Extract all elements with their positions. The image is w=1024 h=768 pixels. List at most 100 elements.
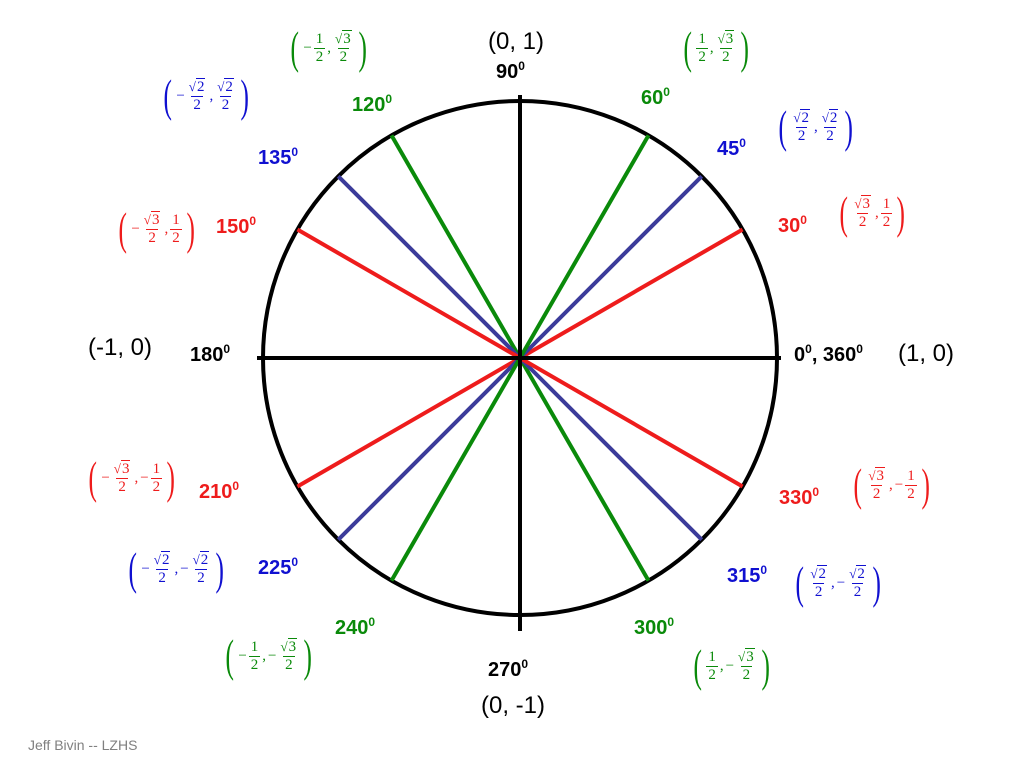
right-paren: ): [358, 22, 367, 73]
minus-sign: −: [101, 469, 110, 486]
comma: ,: [813, 118, 818, 135]
degree-symbol: 0: [223, 342, 231, 356]
degree-symbol: 0: [760, 563, 768, 577]
degree-suffix: , 360: [811, 344, 857, 366]
degree-symbol: 0: [249, 214, 257, 228]
degree-symbol: 0: [805, 342, 812, 356]
minus-sign: −: [238, 647, 247, 664]
degree-value: 270: [488, 659, 522, 681]
left-paren: (: [118, 203, 127, 254]
minus-sign: −: [131, 220, 140, 237]
degree-label-240: 2400: [335, 616, 375, 639]
degree-label-210: 2100: [199, 479, 240, 502]
left-paren: (: [853, 459, 862, 510]
right-paren: ): [215, 543, 225, 594]
degree-symbol: 0: [663, 85, 670, 99]
degree-symbol: 0: [232, 479, 240, 493]
credit-text: Jeff Bivin -- LZHS: [28, 737, 138, 753]
degree-value: 30: [778, 215, 801, 237]
degree-label-60: 600: [641, 85, 670, 109]
ray-210-deg: [296, 356, 521, 489]
left-paren: (: [778, 101, 787, 152]
degree-value: 150: [216, 216, 250, 238]
degree-value: 60: [641, 87, 664, 109]
point-label-90: (0, 1): [488, 28, 545, 55]
right-paren: ): [166, 452, 176, 503]
minus-sign: −: [836, 574, 846, 591]
degree-symbol: 0: [739, 136, 746, 150]
degree-label-315: 3150: [727, 563, 768, 586]
degree-symbol: 0: [518, 59, 525, 73]
left-paren: (: [795, 557, 804, 608]
degree-value: 300: [634, 617, 668, 639]
degree-label-30: 300: [778, 213, 807, 237]
degree-label-135: 1350: [258, 145, 299, 168]
degree-value: 225: [258, 557, 292, 579]
degree-symbol: 0: [667, 615, 675, 629]
minus-sign: −: [176, 87, 185, 104]
left-paren: (: [163, 70, 172, 121]
right-paren: ): [761, 640, 770, 691]
comma: ,: [164, 220, 169, 237]
degree-label-330: 3300: [779, 486, 819, 508]
degree-symbol: 0: [291, 145, 299, 159]
right-paren: ): [186, 203, 195, 254]
minus-sign: −: [140, 469, 149, 486]
comma: ,: [327, 39, 332, 56]
comma: ,: [209, 87, 214, 104]
comma: ,: [262, 647, 267, 664]
degree-value: 240: [335, 617, 369, 639]
degree-label-270: 2700: [488, 658, 528, 681]
degree-value: 120: [352, 94, 386, 116]
degree-label-45: 450: [717, 136, 746, 159]
comma: ,: [874, 204, 879, 221]
right-paren: ): [896, 187, 906, 238]
ray-240-deg: [389, 357, 522, 582]
ray-60-deg: [518, 134, 651, 360]
point-label-180: (-1, 0): [88, 334, 153, 361]
degree-label-120: 1200: [352, 93, 392, 116]
right-paren: ): [872, 557, 881, 608]
degree-symbol: 0: [800, 213, 807, 227]
right-paren: ): [303, 630, 313, 681]
ray-150-deg: [296, 227, 521, 360]
ray-300-deg: [518, 357, 651, 582]
